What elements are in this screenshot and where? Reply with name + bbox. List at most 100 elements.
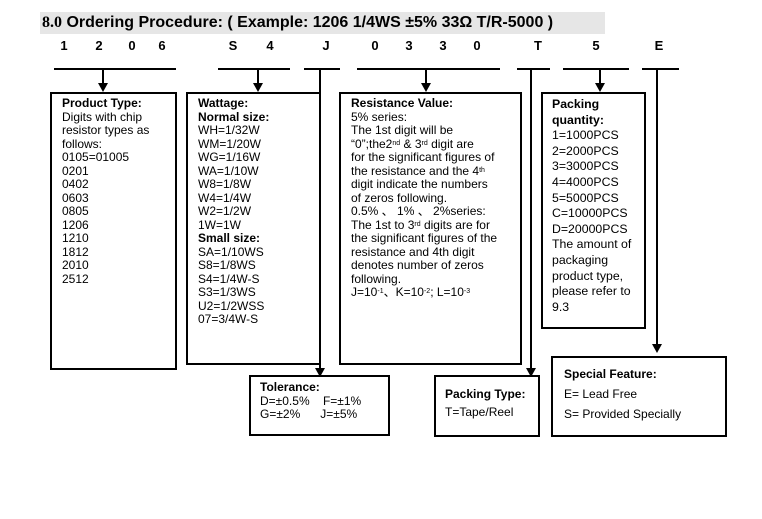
- tolerance-box: Tolerance: D=±0.5% F=±1% G=±2% J=±5%: [249, 375, 390, 436]
- product-type-line: 2512: [62, 271, 89, 286]
- product-type-line: 0201: [62, 163, 89, 178]
- tolerance-heading: Tolerance:: [260, 380, 320, 394]
- packing-quantity-line: please refer to: [552, 284, 631, 299]
- connector-product-type: [102, 69, 104, 83]
- arrow-tolerance: [315, 368, 325, 377]
- packing-quantity-line: 3=3000PCS: [552, 159, 619, 174]
- resistance-line: the significant figures of the: [351, 231, 498, 245]
- wattage-normal-line: 1W=1W: [198, 217, 242, 232]
- code-char-12: T: [534, 38, 542, 53]
- code-char-7: J: [322, 38, 330, 53]
- special-feature-box: Special Feature: E= Lead Free S= Provide…: [551, 356, 727, 437]
- packing-quantity-line: 1=1000PCS: [552, 128, 619, 143]
- product-type-heading: Product Type:: [62, 96, 142, 110]
- code-char-14: E: [654, 38, 664, 53]
- resistance-line: The 1st digit will be: [351, 123, 454, 137]
- packing-quantity-line: 5=5000PCS: [552, 190, 619, 205]
- wattage-normal-line: WH=1/32W: [198, 123, 260, 137]
- wattage-normal-line: W2=1/2W: [198, 204, 252, 218]
- arrow-packing-quantity: [595, 83, 605, 92]
- section-title: 8.0 Ordering Procedure: ( Example: 1206 …: [42, 13, 553, 33]
- wattage-normal-line: WG=1/16W: [198, 150, 261, 164]
- code-char-5: S: [228, 38, 238, 53]
- connector-packing-type: [530, 69, 532, 369]
- packing-quantity-line: D=20000PCS: [552, 221, 628, 236]
- resistance-line: “0”;the2nd & 3rd digit are: [351, 136, 474, 151]
- packing-type-heading: Packing Type:: [445, 387, 526, 401]
- wattage-heading: Wattage:: [198, 96, 249, 110]
- underline-packing-type: [517, 68, 550, 70]
- wattage-small-line: SA=1/10WS: [198, 244, 264, 259]
- small-size-heading: Small size:: [198, 231, 261, 245]
- product-type-line: 0105=01005: [62, 150, 130, 164]
- packing-quantity-line: The amount of: [552, 237, 632, 252]
- code-char-9: 3: [405, 38, 413, 53]
- wattage-small-line: S3=1/3WS: [198, 285, 256, 299]
- code-char-13: 5: [592, 38, 600, 53]
- packing-quantity-line: 4=4000PCS: [552, 174, 619, 189]
- tolerance-line: G=±2% J=±5%: [260, 407, 358, 421]
- resistance-line: following.: [351, 271, 402, 286]
- resistance-line: 0.5% 、 1% 、 2%series:: [351, 204, 486, 218]
- resistance-line: of zeros following.: [351, 190, 448, 205]
- product-type-line: 1206: [62, 217, 89, 232]
- resistance-line: The 1st to 3rd digits are for: [351, 217, 490, 232]
- product-type-box: Product Type: Digits with chip resistor …: [50, 92, 177, 370]
- code-char-2: 2: [95, 38, 103, 53]
- wattage-normal-line: W8=1/8W: [198, 177, 252, 191]
- arrow-packing-type: [526, 368, 536, 377]
- tolerance-line: D=±0.5% F=±1%: [260, 393, 362, 408]
- arrow-special-feature: [652, 344, 662, 353]
- code-char-8: 0: [371, 38, 379, 53]
- section-title-text: Ordering Procedure: ( Example: 1206 1/4W…: [66, 14, 554, 31]
- code-char-1: 1: [60, 38, 68, 53]
- code-char-10: 3: [439, 38, 447, 53]
- special-feature-line: S= Provided Specially: [564, 407, 682, 421]
- packing-quantity-heading: quantity:: [552, 112, 604, 127]
- resistance-heading: Resistance Value:: [351, 96, 454, 110]
- wattage-small-line: 07=3/4W-S: [198, 312, 259, 326]
- resistance-value-box: Resistance Value: 5% series: The 1st dig…: [339, 92, 522, 365]
- resistance-line: 5% series:: [351, 109, 408, 124]
- special-feature-heading: Special Feature:: [564, 367, 657, 381]
- wattage-small-line: U2=1/2WSS: [198, 298, 265, 313]
- title-highlight: [40, 12, 605, 34]
- resistance-line: digit indicate the numbers: [351, 177, 488, 191]
- wattage-normal-line: WA=1/10W: [198, 163, 259, 178]
- product-type-line: 0805: [62, 204, 89, 218]
- product-type-line: follows:: [62, 136, 103, 151]
- product-type-line: 1210: [62, 231, 89, 245]
- packing-quantity-line: packaging: [552, 252, 609, 267]
- packing-type-box: Packing Type: T=Tape/Reel: [434, 375, 540, 437]
- packing-type-line: T=Tape/Reel: [445, 405, 514, 419]
- code-char-3: 0: [128, 38, 136, 53]
- connector-resistance: [425, 69, 427, 83]
- code-char-4: 6: [158, 38, 166, 53]
- resistance-line: the resistance and the 4th: [351, 163, 485, 178]
- packing-quantity-heading: Packing: [552, 97, 600, 111]
- connector-special-feature: [656, 69, 658, 345]
- underline-wattage: [218, 68, 290, 70]
- packing-quantity-line: C=10000PCS: [552, 206, 628, 221]
- packing-quantity-line: 2=2000PCS: [552, 143, 619, 158]
- arrow-wattage: [253, 83, 263, 92]
- code-char-11: 0: [473, 38, 481, 53]
- connector-packing-quantity: [599, 69, 601, 83]
- product-type-line: 0603: [62, 190, 89, 205]
- packing-quantity-line: 9.3: [552, 299, 570, 314]
- packing-quantity-box: Packing quantity: 1=1000PCS 2=2000PCS 3=…: [541, 92, 646, 329]
- resistance-line: resistance and 4th digit: [351, 244, 475, 259]
- arrow-resistance: [421, 83, 431, 92]
- wattage-normal-line: WM=1/20W: [198, 136, 262, 151]
- connector-wattage: [257, 69, 259, 83]
- product-type-line: resistor types as: [62, 123, 150, 137]
- product-type-line: Digits with chip: [62, 109, 143, 124]
- wattage-small-line: S4=1/4W-S: [198, 271, 260, 286]
- wattage-small-line: S8=1/8WS: [198, 258, 256, 272]
- wattage-normal-line: W4=1/4W: [198, 190, 252, 205]
- normal-size-heading: Normal size:: [198, 109, 270, 124]
- underline-resistance: [357, 68, 500, 70]
- section-number: 8.0: [42, 14, 62, 31]
- underline-product-type: [54, 68, 176, 70]
- product-type-line: 2010: [62, 258, 89, 272]
